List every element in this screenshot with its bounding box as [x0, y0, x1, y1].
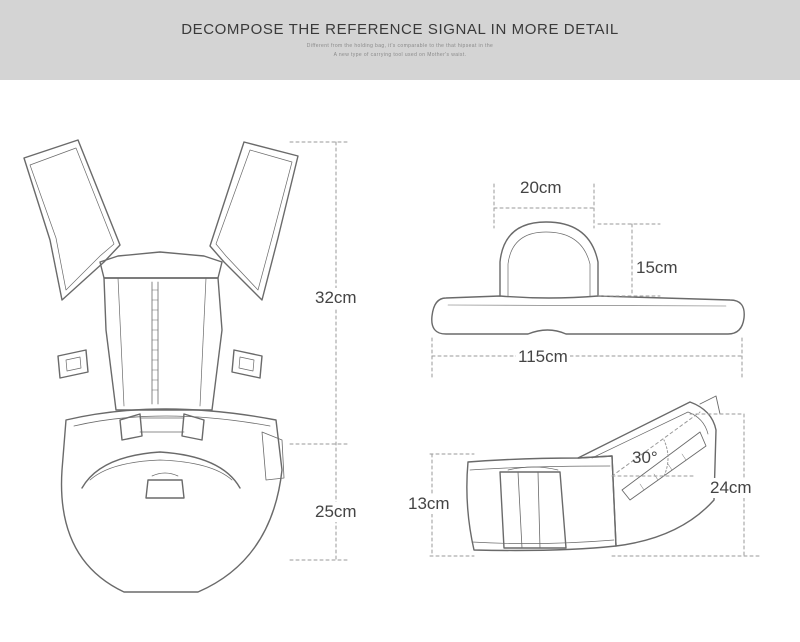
seat-height-label: 13cm	[406, 494, 452, 514]
header-subtitle-line-2: A new type of carrying tool used on Moth…	[333, 52, 467, 58]
header-banner: DECOMPOSE THE REFERENCE SIGNAL IN MORE D…	[0, 0, 800, 80]
belt-length-label: 115cm	[516, 347, 570, 367]
seat-angle-label: 30°	[632, 448, 658, 467]
header-subtitle-line-1: Different from the holding bag, it's com…	[306, 43, 494, 49]
pad-height-label: 15cm	[634, 258, 680, 278]
header-title: DECOMPOSE THE REFERENCE SIGNAL IN MORE D…	[181, 21, 619, 38]
carrier-upper-height-label: 32cm	[313, 288, 359, 308]
hip-seat-illustration	[466, 395, 721, 552]
hip-seat-dimensions	[429, 411, 763, 557]
baby-carrier-illustration	[23, 139, 299, 593]
carrier-height-dimension	[289, 141, 349, 561]
seat-total-height-label: 24cm	[708, 478, 754, 498]
carrier-lower-height-label: 25cm	[313, 502, 359, 522]
pad-width-label: 20cm	[518, 178, 564, 198]
head-pad-and-belt-illustration	[431, 221, 745, 335]
head-pad-dimensions	[431, 183, 743, 381]
